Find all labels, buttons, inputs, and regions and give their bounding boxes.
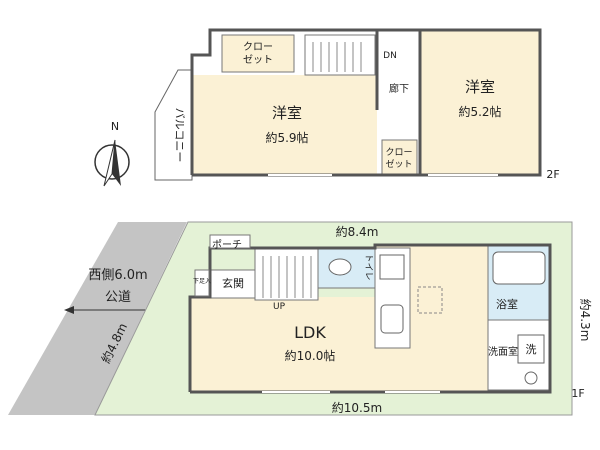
balcony bbox=[154, 69, 193, 181]
washer-label: 洗 bbox=[526, 343, 537, 356]
closet-top bbox=[221, 34, 295, 73]
road-area bbox=[8, 222, 187, 415]
walls-2f bbox=[190, 28, 542, 177]
sink bbox=[380, 304, 404, 334]
stove bbox=[379, 254, 405, 280]
washroom-label: 洗面室 bbox=[488, 345, 518, 358]
western-right-area: 約5.2帖 bbox=[458, 104, 501, 119]
hallway bbox=[377, 75, 420, 140]
site-dim-right: 約4.3m bbox=[578, 299, 593, 342]
road-type-label: 公道 bbox=[105, 290, 131, 305]
western-left-name: 洋室 bbox=[272, 104, 302, 122]
site-dim-top: 約8.4m bbox=[336, 224, 379, 239]
bath-label: 浴室 bbox=[496, 297, 518, 311]
compass-north-label: N bbox=[111, 120, 119, 133]
ldk-lower-right bbox=[440, 350, 488, 392]
closet-top-line1: クロー bbox=[243, 41, 273, 53]
walls-1f bbox=[188, 243, 552, 394]
fridge-space bbox=[417, 286, 443, 314]
stairs-up-label: UP bbox=[273, 302, 286, 312]
road-arrow-head bbox=[64, 306, 74, 314]
compass: N bbox=[94, 120, 130, 187]
site-dim-bottom: 約10.5m bbox=[332, 400, 382, 415]
balcony-label: バルコニー bbox=[173, 108, 186, 163]
toilet-label: トイレ bbox=[363, 253, 373, 280]
compass-ring bbox=[94, 144, 130, 180]
floor1-label: 1F bbox=[571, 387, 584, 400]
porch-label: ポーチ bbox=[212, 239, 242, 251]
closet-small-line2: ゼット bbox=[385, 158, 412, 170]
western-room-right bbox=[420, 30, 540, 175]
porch-area bbox=[209, 234, 251, 249]
toilet-room bbox=[317, 247, 376, 289]
western-left-area: 約5.9帖 bbox=[265, 130, 308, 145]
toilet-fixture bbox=[328, 258, 352, 276]
washer-space bbox=[517, 334, 545, 364]
drain-fixture bbox=[524, 371, 538, 385]
shoe-box bbox=[194, 269, 210, 297]
bathtub bbox=[492, 251, 546, 285]
shoe-box-label: 下足入 bbox=[193, 278, 211, 285]
hallway-label: 廊下 bbox=[389, 82, 409, 95]
stairs-down-label: DN bbox=[383, 51, 397, 61]
stair-lines-1f bbox=[262, 256, 312, 298]
closet-top-line2: ゼット bbox=[243, 54, 273, 66]
floor2-label: 2F bbox=[546, 168, 559, 181]
western-right-name: 洋室 bbox=[465, 78, 495, 96]
road-width-label: 西側6.0m bbox=[88, 268, 147, 283]
ldk-area: 約10.0帖 bbox=[285, 348, 336, 363]
closet-small-line1: クロー bbox=[385, 147, 412, 158]
entrance-label: 玄関 bbox=[222, 276, 244, 290]
stairs-2f bbox=[304, 34, 376, 76]
ldk-room bbox=[190, 297, 488, 392]
stair-lines-2f bbox=[312, 42, 362, 72]
compass-needle-tail bbox=[103, 139, 116, 187]
ldk-name: LDK bbox=[294, 323, 326, 342]
western-room-left bbox=[192, 75, 377, 175]
